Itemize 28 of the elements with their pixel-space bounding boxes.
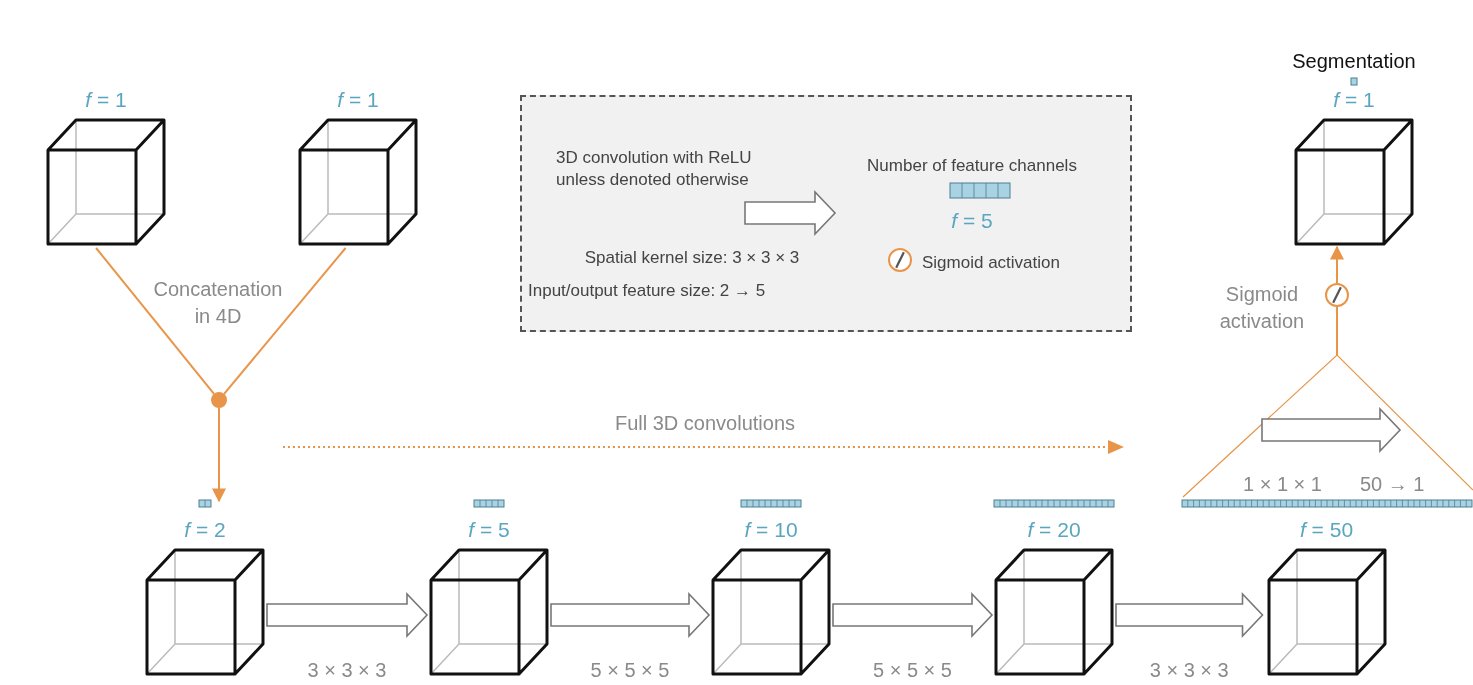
legend-text: Sigmoid activation [922, 252, 1061, 274]
block-arrow [550, 592, 711, 638]
channel-count-label: f = 1 [85, 88, 127, 112]
diagram-label: Full 3D convolutions [613, 411, 797, 435]
channel-count-label: f = 10 [744, 518, 798, 542]
channel-count-label: f = 2 [184, 518, 226, 542]
legend-text: Spatial kernel size: 3 × 3 × 3 [583, 247, 801, 269]
legend-text: Number of feature channels [866, 155, 1078, 177]
block-arrow [1115, 592, 1264, 638]
junction-dot [211, 392, 227, 408]
channel-count-label: f = 20 [1027, 518, 1081, 542]
connector-line [223, 247, 347, 395]
legend-text: 3D convolution with ReLU unless denoted otherwise [556, 147, 753, 191]
block-arrow [266, 592, 429, 638]
channel-count-label: f = 1 [337, 88, 379, 112]
node-title: Segmentation [1292, 49, 1416, 73]
diagram-label: 50 → 1 [1360, 472, 1426, 496]
connector-line [95, 247, 215, 395]
legend-text: f = 5 [950, 209, 994, 233]
block-arrow [832, 592, 994, 638]
arrow [212, 407, 226, 503]
diagram-label: 1 × 1 × 1 [1243, 472, 1323, 496]
arrow [1330, 245, 1344, 356]
diagram-label: Concatenation in 4D [152, 277, 284, 329]
channel-count-label: f = 50 [1299, 518, 1354, 542]
legend-text: Input/output feature size: 2 → 5 [528, 280, 767, 302]
channel-count-label: f = 1 [1333, 88, 1375, 112]
channel-count-label: f = 5 [468, 518, 510, 542]
